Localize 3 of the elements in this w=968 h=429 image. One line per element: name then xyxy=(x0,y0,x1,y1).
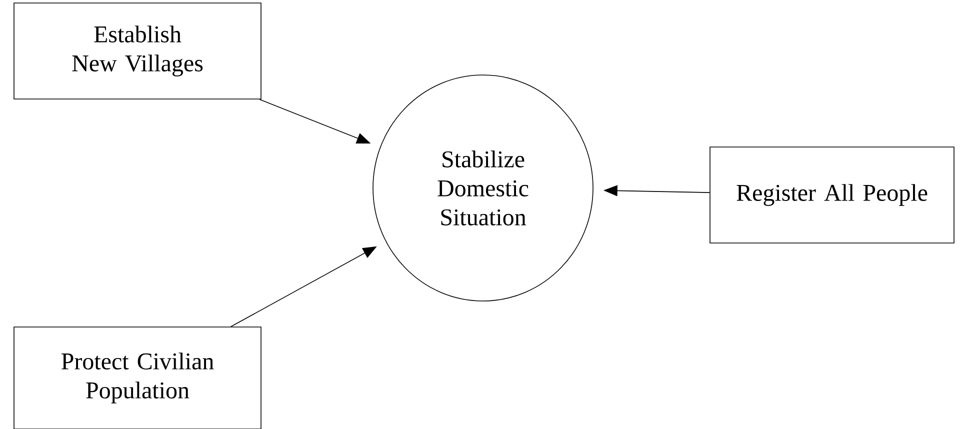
process-box: Protect Civilian Population xyxy=(14,326,262,429)
process-box: Establish New Villages xyxy=(14,2,262,100)
process-box: Register All People xyxy=(710,146,954,244)
